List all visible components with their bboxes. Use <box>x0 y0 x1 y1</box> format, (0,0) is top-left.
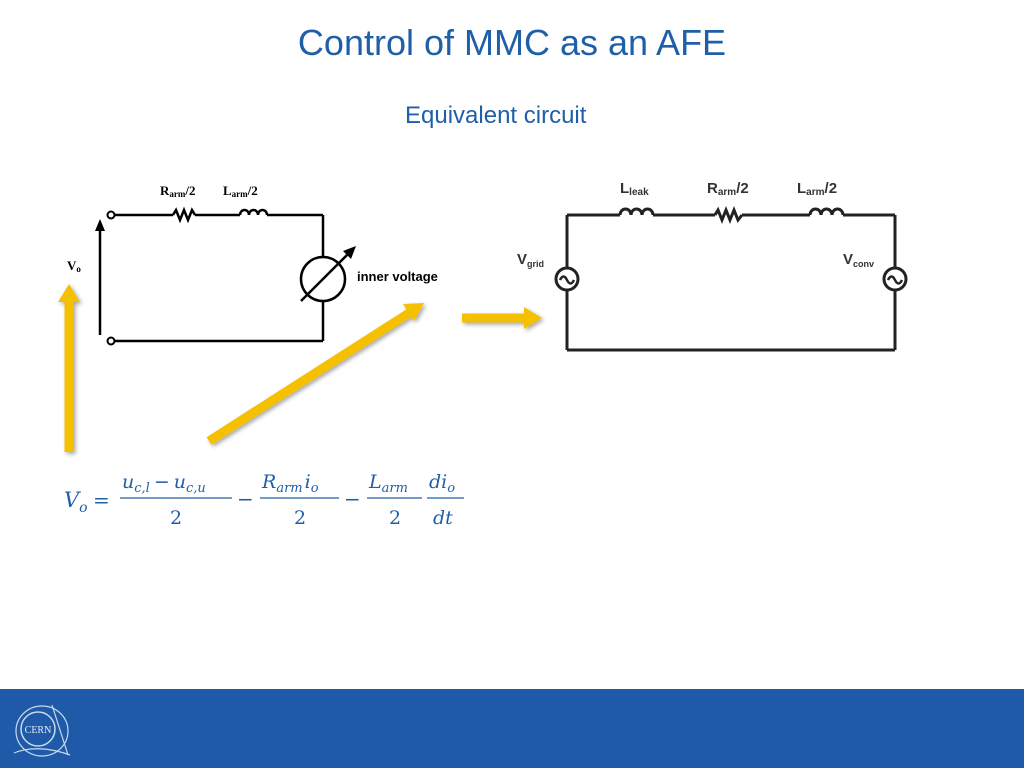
slide-title: Control of MMC as an AFE <box>297 22 727 63</box>
svg-text:CERN: CERN <box>25 725 52 736</box>
l-arm-label: Larm/2 <box>223 183 258 199</box>
r-arm-right-label: Rarm/2 <box>707 180 749 198</box>
svg-text:−: − <box>344 487 361 511</box>
inner-voltage-label: inner voltage <box>357 269 438 284</box>
slide-subtitle: Equivalent circuit <box>405 102 587 129</box>
svg-text:Vo: Vo <box>64 488 88 516</box>
v-grid-label: Vgrid <box>517 251 544 269</box>
svg-text:−: − <box>237 487 254 511</box>
leak-inductor <box>618 207 655 216</box>
slide-canvas: Rarm/2 Larm/2 Vo inner voltage Lleak Rar… <box>58 180 908 529</box>
left-circuit <box>98 206 347 343</box>
right-resistor <box>713 205 744 225</box>
terminal-top <box>106 210 116 220</box>
left-resistor <box>171 206 197 224</box>
r-arm-label: Rarm/2 <box>160 183 196 199</box>
svg-text:2: 2 <box>170 507 182 529</box>
v-conv-label: Vconv <box>843 251 874 269</box>
svg-text:=: = <box>93 488 110 512</box>
vo-label: Vo <box>67 258 81 274</box>
svg-text:dio: dio <box>429 471 455 496</box>
yellow-arrows <box>58 284 542 452</box>
terminal-bottom <box>106 336 116 346</box>
svg-text:Larm: Larm <box>368 471 408 496</box>
right-circuit <box>554 205 908 352</box>
svg-text:2: 2 <box>294 507 306 529</box>
footer-bar: CERN <box>0 689 1024 768</box>
cern-logo-icon: CERN <box>13 704 71 757</box>
l-leak-label: Lleak <box>620 180 649 198</box>
arm-inductor <box>808 207 845 216</box>
svg-text:dt: dt <box>433 507 453 529</box>
svg-text:2: 2 <box>389 507 401 529</box>
arrow-diagonal-icon <box>206 309 412 445</box>
left-inductor <box>238 208 269 216</box>
svg-text:uc,l−uc,u: uc,l−uc,u <box>122 471 206 496</box>
l-arm-right-label: Larm/2 <box>797 180 837 198</box>
